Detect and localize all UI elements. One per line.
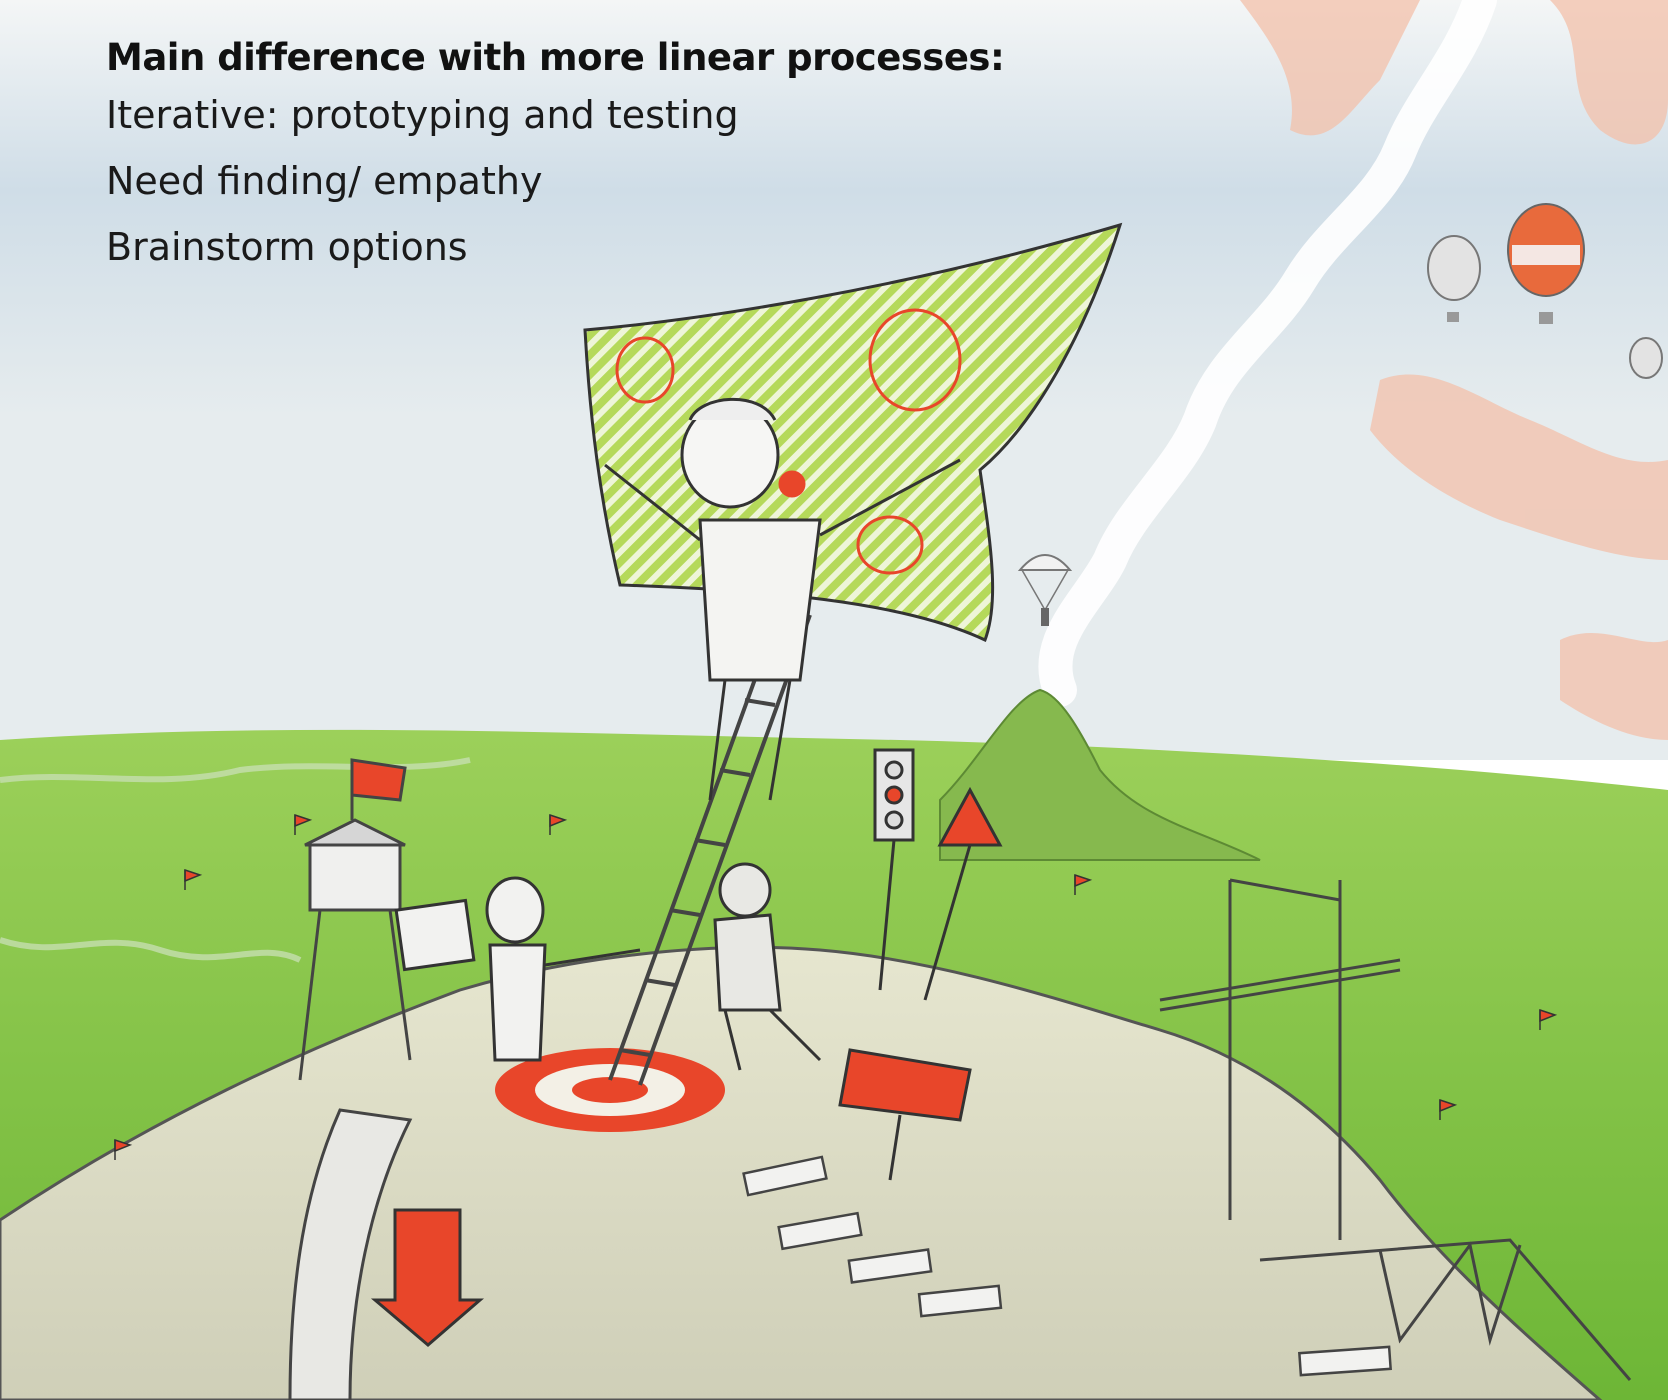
person-kneeling bbox=[713, 862, 822, 1071]
ladder bbox=[608, 609, 812, 1086]
balloons bbox=[1427, 203, 1663, 379]
target bbox=[495, 1048, 725, 1132]
heading: Main difference with more linear process… bbox=[106, 36, 1005, 79]
arrow-sign bbox=[838, 1048, 972, 1181]
down-arrow-sign bbox=[370, 1208, 485, 1347]
map-marks bbox=[615, 308, 962, 575]
parachute bbox=[1017, 554, 1073, 626]
clouds bbox=[1240, 0, 1668, 740]
point-need-finding: Need finding/ empathy bbox=[106, 159, 543, 203]
person-holding-paper bbox=[394, 876, 641, 1062]
point-brainstorm: Brainstorm options bbox=[106, 225, 468, 269]
slide bbox=[288, 1108, 413, 1400]
person-on-ladder bbox=[604, 397, 961, 801]
planks bbox=[742, 1155, 1392, 1377]
warning-sign bbox=[923, 786, 1003, 1001]
smoke-trail bbox=[1038, 0, 1497, 707]
volcano bbox=[939, 688, 1261, 861]
traffic-light bbox=[873, 748, 915, 991]
text-block: Main difference with more linear process… bbox=[106, 36, 1106, 291]
point-iterative: Iterative: prototyping and testing bbox=[106, 93, 739, 137]
lookout-tower bbox=[298, 758, 412, 1081]
truss bbox=[1259, 1238, 1632, 1381]
bridge-structure bbox=[1159, 878, 1401, 1240]
small-flags bbox=[114, 813, 1558, 1160]
